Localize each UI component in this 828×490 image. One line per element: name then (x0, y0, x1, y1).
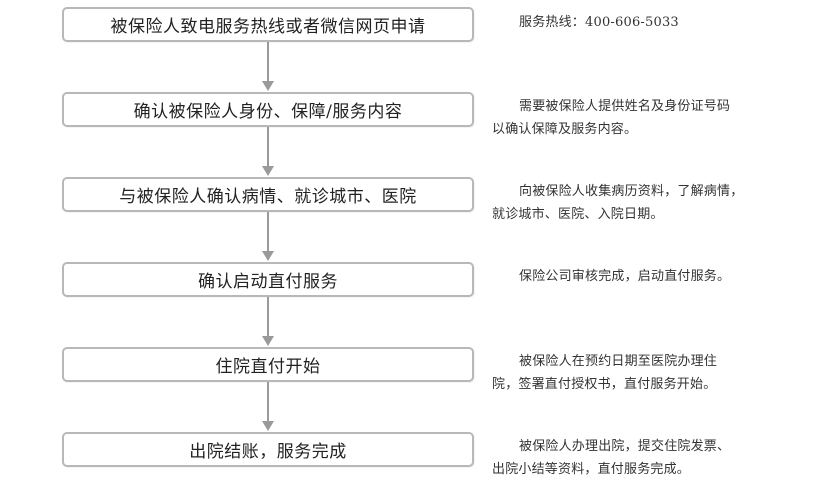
note-line: 向被保险人收集病历资料，了解病情， (519, 184, 744, 199)
note-line: 以确认保障及服务内容。 (492, 122, 638, 137)
step-box-verify-identity: 确认被保险人身份、保障/服务内容 (62, 92, 474, 127)
arrow-down-icon (262, 421, 274, 431)
step-label-discharge: 出院结账，服务完成 (189, 442, 347, 462)
note-line: 保险公司审核完成，启动直付服务。 (519, 269, 731, 284)
step-label-verify-identity: 确认被保险人身份、保障/服务内容 (133, 102, 403, 122)
note-start-direct-pay: 保险公司审核完成，启动直付服务。 (492, 265, 792, 288)
step-label-start-direct-pay: 确认启动直付服务 (198, 272, 338, 292)
connector-line-5 (267, 382, 269, 422)
note-line: 院，签署直付授权书，直付服务开始。 (492, 377, 717, 392)
note-hospitalization-start: 被保险人在预约日期至医院办理住 院，签署直付授权书，直付服务开始。 (492, 350, 792, 396)
step-box-apply: 被保险人致电服务热线或者微信网页申请 (62, 7, 474, 42)
note-line: 服务热线：400-606-5033 (519, 15, 679, 30)
note-line: 被保险人办理出院，提交住院发票、 (519, 439, 731, 454)
note-line: 就诊城市、医院、入院日期。 (492, 207, 664, 222)
step-label-apply: 被保险人致电服务热线或者微信网页申请 (110, 17, 426, 37)
note-line: 需要被保险人提供姓名及身份证号码 (519, 99, 731, 114)
step-box-start-direct-pay: 确认启动直付服务 (62, 262, 474, 297)
note-verify-identity: 需要被保险人提供姓名及身份证号码 以确认保障及服务内容。 (492, 95, 792, 141)
note-confirm-condition: 向被保险人收集病历资料，了解病情， 就诊城市、医院、入院日期。 (492, 180, 792, 226)
step-label-confirm-condition: 与被保险人确认病情、就诊城市、医院 (119, 187, 417, 207)
note-line: 被保险人在预约日期至医院办理住 (519, 354, 718, 369)
arrow-down-icon (262, 251, 274, 261)
connector-line-3 (267, 212, 269, 252)
step-label-hospitalization-start: 住院直付开始 (215, 357, 321, 377)
note-line: 出院小结等资料，直付服务完成。 (492, 462, 691, 477)
note-discharge: 被保险人办理出院，提交住院发票、 出院小结等资料，直付服务完成。 (492, 435, 792, 481)
arrow-down-icon (262, 166, 274, 176)
step-box-discharge: 出院结账，服务完成 (62, 432, 474, 467)
arrow-down-icon (262, 81, 274, 91)
note-hotline: 服务热线：400-606-5033 (492, 11, 792, 34)
step-box-hospitalization-start: 住院直付开始 (62, 347, 474, 382)
connector-line-1 (267, 42, 269, 82)
step-box-confirm-condition: 与被保险人确认病情、就诊城市、医院 (62, 177, 474, 212)
arrow-down-icon (262, 336, 274, 346)
connector-line-2 (267, 127, 269, 167)
connector-line-4 (267, 297, 269, 337)
